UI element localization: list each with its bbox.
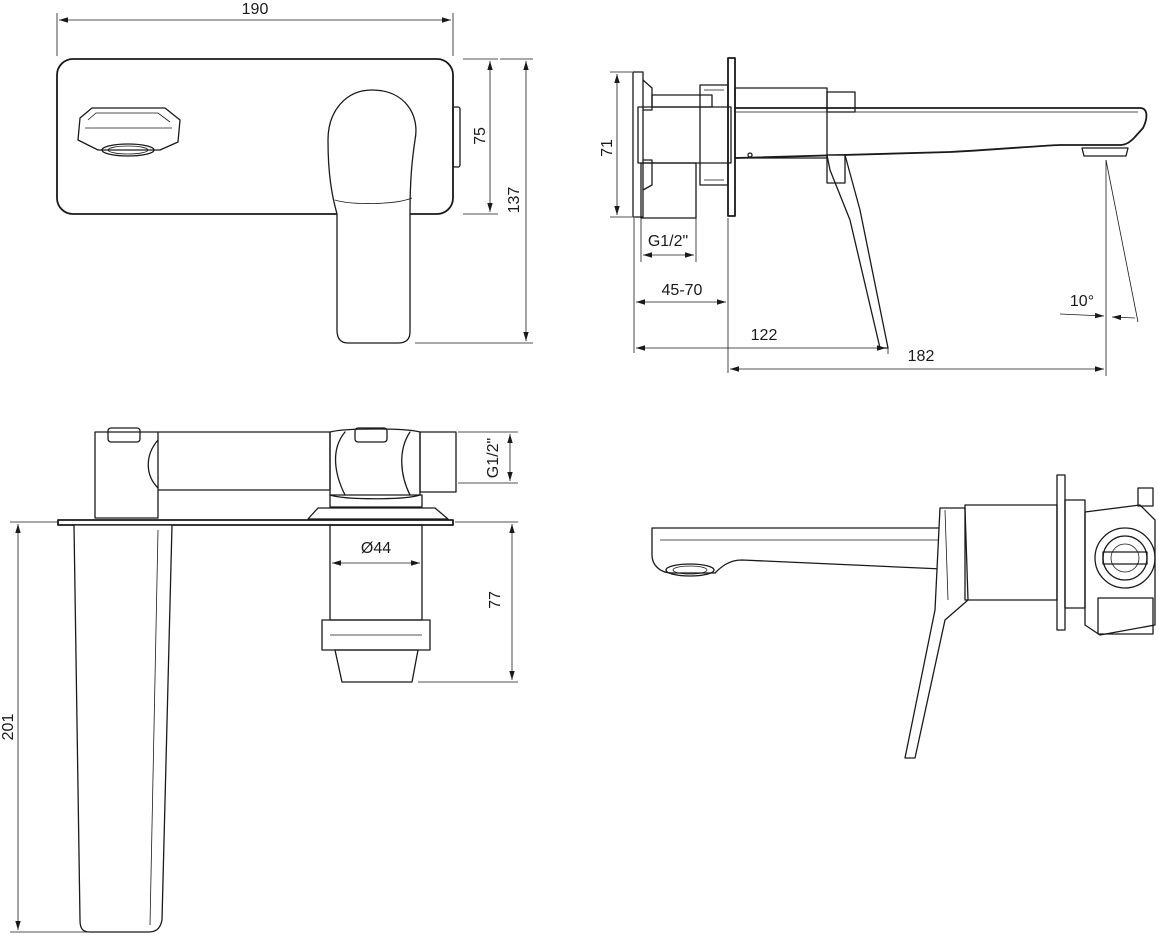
dim-side-wall-depth: 45-70 <box>662 282 703 299</box>
side-view: 71 G1/2" 45-70 122 182 10° <box>599 57 1148 376</box>
spout-top <box>73 524 173 933</box>
dim-top-diameter: Ø44 <box>361 540 391 557</box>
mounting-flange <box>632 71 653 218</box>
aerator-outlet <box>77 107 181 157</box>
valve-body-top <box>94 427 457 519</box>
body-perspective <box>964 474 1156 636</box>
wall-plate-top <box>57 519 454 526</box>
mixer-body <box>637 84 732 219</box>
dim-top-thread: G1/2" <box>485 438 502 478</box>
top-view: G1/2" Ø44 77 201 <box>0 427 518 933</box>
dim-side-thread: G1/2" <box>648 233 688 250</box>
front-view: 190 75 137 <box>56 1 533 344</box>
cartridge-top <box>321 524 431 683</box>
dim-front-width: 190 <box>242 1 269 18</box>
spout-side <box>734 87 1148 159</box>
dim-front-plate-height: 75 <box>472 127 489 145</box>
dim-side-body-height: 71 <box>599 139 616 157</box>
spout-perspective <box>651 527 966 577</box>
dim-side-spout-reach: 182 <box>908 348 935 365</box>
dim-front-total-height: 137 <box>506 187 523 214</box>
plate-side-tab <box>452 106 461 168</box>
dim-side-angle: 10° <box>1070 293 1094 310</box>
dim-top-spout-length: 201 <box>0 714 17 741</box>
lever-handle-front <box>327 89 417 344</box>
perspective-view <box>651 474 1156 759</box>
dim-side-lever-reach: 122 <box>751 327 778 344</box>
lever-handle-side <box>826 154 889 349</box>
dim-top-depth: 77 <box>487 591 504 609</box>
